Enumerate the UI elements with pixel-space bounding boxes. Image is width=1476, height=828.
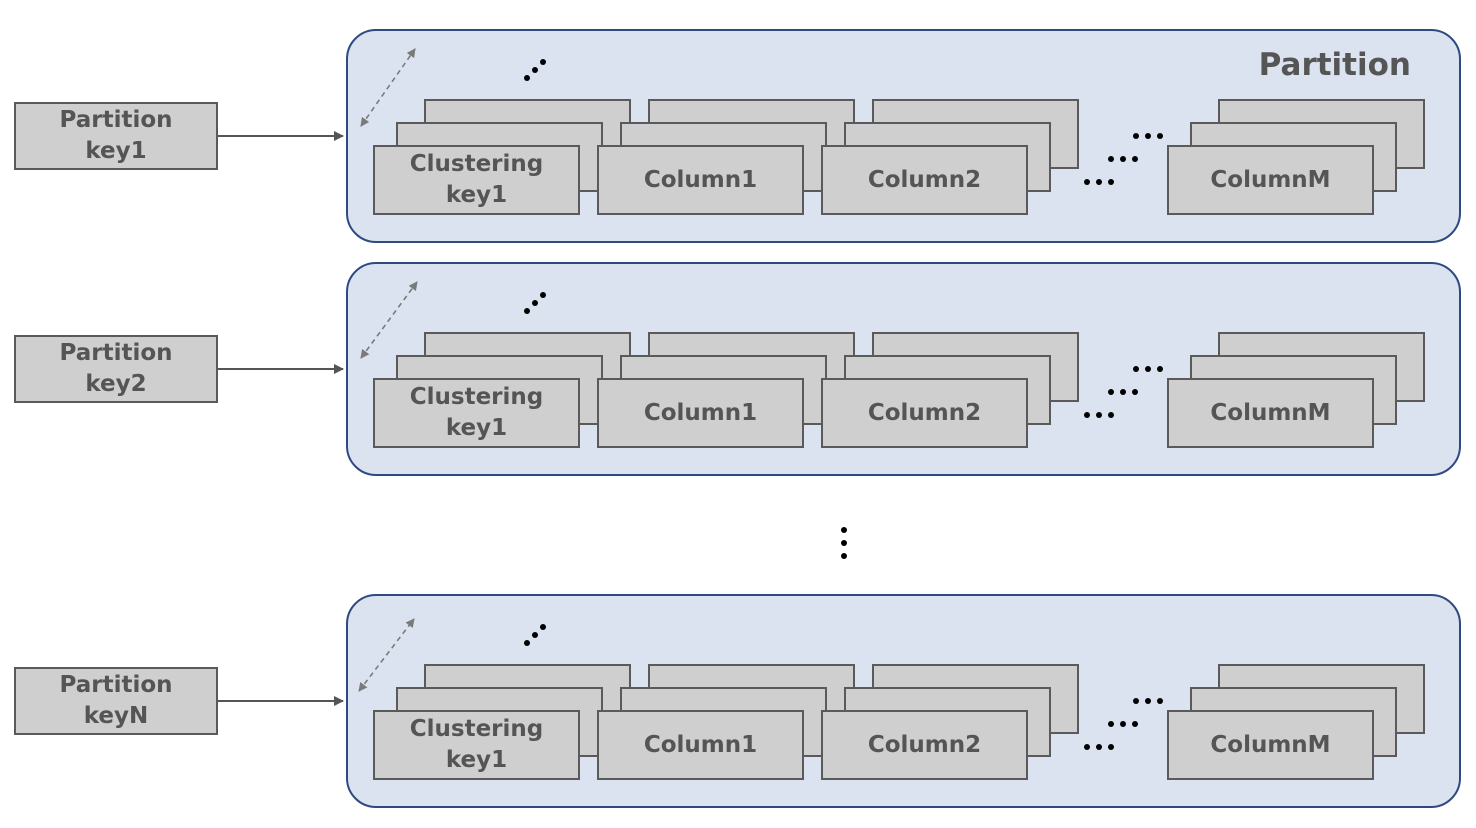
partition-key-line2: keyN	[83, 703, 149, 729]
clustering-key-line2: key1	[445, 747, 508, 773]
ellipsis-dot	[1108, 412, 1114, 418]
ellipsis-dot	[1133, 366, 1139, 372]
clustering-key-line2: key1	[445, 415, 508, 441]
depth-arrow	[358, 618, 415, 692]
ellipsis-dot	[540, 292, 546, 298]
ellipsis-dot	[841, 553, 847, 559]
ellipsis-dot	[1132, 721, 1138, 727]
ellipsis-dot	[532, 67, 538, 73]
ellipsis-dot	[540, 59, 546, 65]
ellipsis-dot	[1108, 721, 1114, 727]
ellipsis-dot	[1084, 179, 1090, 185]
ellipsis-dot	[1157, 133, 1163, 139]
ellipsis-dot	[1108, 389, 1114, 395]
columnM-box: ColumnM	[1167, 378, 1374, 448]
ellipsis-dot	[1120, 389, 1126, 395]
partition-container: Clustering key1 Column1 Column2 ColumnM	[346, 594, 1461, 808]
ellipsis-dot	[1132, 156, 1138, 162]
ellipsis-dot	[1132, 389, 1138, 395]
columnM-label: ColumnM	[1210, 166, 1331, 193]
clustering-key-box: Clustering key1	[373, 145, 580, 215]
ellipsis-dot	[841, 540, 847, 546]
ellipsis-dot	[1084, 744, 1090, 750]
depth-arrow	[360, 48, 416, 127]
ellipsis-dot	[1145, 133, 1151, 139]
ellipsis-dot	[524, 75, 530, 81]
columnM-label: ColumnM	[1210, 731, 1331, 758]
clustering-key-line1: Clustering	[409, 716, 544, 742]
column1-box: Column1	[597, 145, 804, 215]
ellipsis-dot	[540, 624, 546, 630]
ellipsis-dot	[1120, 156, 1126, 162]
ellipsis-dot	[524, 308, 530, 314]
ellipsis-dot	[1157, 366, 1163, 372]
clustering-key-line1: Clustering	[409, 384, 544, 410]
ellipsis-dot	[532, 632, 538, 638]
ellipsis-dot	[1120, 721, 1126, 727]
ellipsis-dot	[532, 300, 538, 306]
partition-key-line1: Partition	[59, 672, 173, 698]
partition-key-line1: Partition	[59, 107, 173, 133]
ellipsis-dot	[1133, 698, 1139, 704]
partition-key-line1: Partition	[59, 340, 173, 366]
partition-title: Partition	[1258, 47, 1411, 83]
clustering-key-box: Clustering key1	[373, 710, 580, 780]
column1-box: Column1	[597, 710, 804, 780]
ellipsis-dot	[524, 640, 530, 646]
columnM-label: ColumnM	[1210, 399, 1331, 426]
partition-container: Clustering key1 Column1 Column2 ColumnM	[346, 262, 1461, 476]
partition-key-line2: key2	[85, 371, 147, 397]
ellipsis-dot	[1108, 179, 1114, 185]
column1-label: Column1	[643, 399, 758, 426]
column2-label: Column2	[867, 166, 982, 193]
partition-key-line2: key1	[85, 138, 147, 164]
ellipsis-dot	[1145, 366, 1151, 372]
ellipsis-dot	[841, 527, 847, 533]
column2-box: Column2	[821, 378, 1028, 448]
column2-label: Column2	[867, 399, 982, 426]
ellipsis-dot	[1084, 412, 1090, 418]
column2-box: Column2	[821, 710, 1028, 780]
ellipsis-dot	[1133, 133, 1139, 139]
column2-label: Column2	[867, 731, 982, 758]
column2-box: Column2	[821, 145, 1028, 215]
partition-key-box: Partition keyN	[14, 667, 218, 735]
column1-label: Column1	[643, 731, 758, 758]
ellipsis-dot	[1108, 156, 1114, 162]
depth-arrow	[360, 281, 418, 359]
column1-label: Column1	[643, 166, 758, 193]
ellipsis-dot	[1096, 744, 1102, 750]
ellipsis-dot	[1108, 744, 1114, 750]
ellipsis-dot	[1157, 698, 1163, 704]
partition-key-box: Partition key2	[14, 335, 218, 403]
clustering-key-box: Clustering key1	[373, 378, 580, 448]
clustering-key-line2: key1	[445, 182, 508, 208]
column1-box: Column1	[597, 378, 804, 448]
clustering-key-line1: Clustering	[409, 151, 544, 177]
ellipsis-dot	[1096, 179, 1102, 185]
ellipsis-dot	[1096, 412, 1102, 418]
columnM-box: ColumnM	[1167, 710, 1374, 780]
ellipsis-dot	[1145, 698, 1151, 704]
partition-key-box: Partition key1	[14, 102, 218, 170]
partition-container: Partition Clustering key1 Column1 Column…	[346, 29, 1461, 243]
columnM-box: ColumnM	[1167, 145, 1374, 215]
